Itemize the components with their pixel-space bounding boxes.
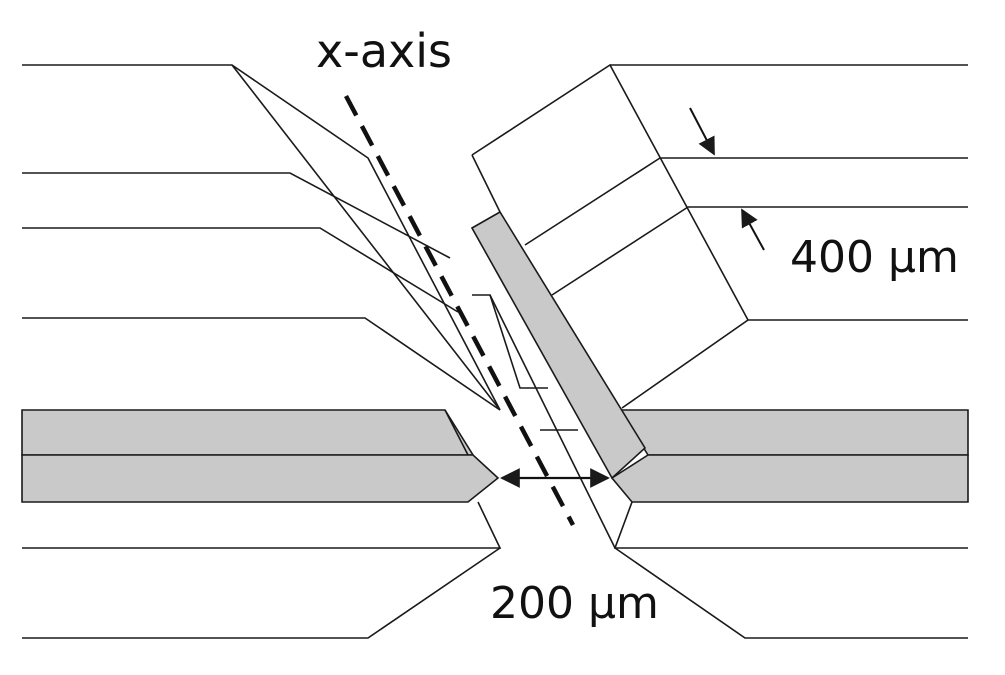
right-block-layer-1: [524, 157, 968, 246]
right-shaded-slab: [470, 210, 647, 480]
left-layer-line-5: [22, 501, 502, 549]
thickness-arrow-top: [689, 107, 715, 156]
channel-edge-left: [444, 409, 469, 456]
gap-width-label: 200 µm: [490, 578, 659, 629]
right-layer-line-5: [613, 501, 968, 549]
channel-edge-right: [489, 294, 616, 549]
right-block-left-edge: [471, 154, 501, 213]
left-bevel-edge: [231, 64, 501, 411]
left-shaded-layer-upper: [21, 409, 475, 456]
left-layer-line-3: [22, 227, 459, 313]
layer-thickness-label: 400 µm: [790, 232, 959, 283]
right-block-layer-2: [551, 206, 968, 296]
left-layer-line-6: [22, 547, 501, 639]
x-axis-dashed-line: [344, 94, 575, 527]
right-shaded-layer-upper: [618, 409, 969, 456]
x-axis-label: x-axis: [316, 24, 452, 78]
left-shaded-layer-lower: [21, 454, 500, 503]
right-block-outline: [471, 63, 750, 409]
left-layer-line-4: [22, 317, 501, 411]
left-layer-line-1: [22, 64, 501, 411]
right-shaded-layer-lower: [610, 454, 969, 503]
left-layer-line-2: [22, 172, 451, 259]
thickness-arrow-bottom: [741, 208, 765, 251]
right-layer-line-6: [614, 547, 968, 639]
channel-inner-step-1: [472, 294, 548, 389]
